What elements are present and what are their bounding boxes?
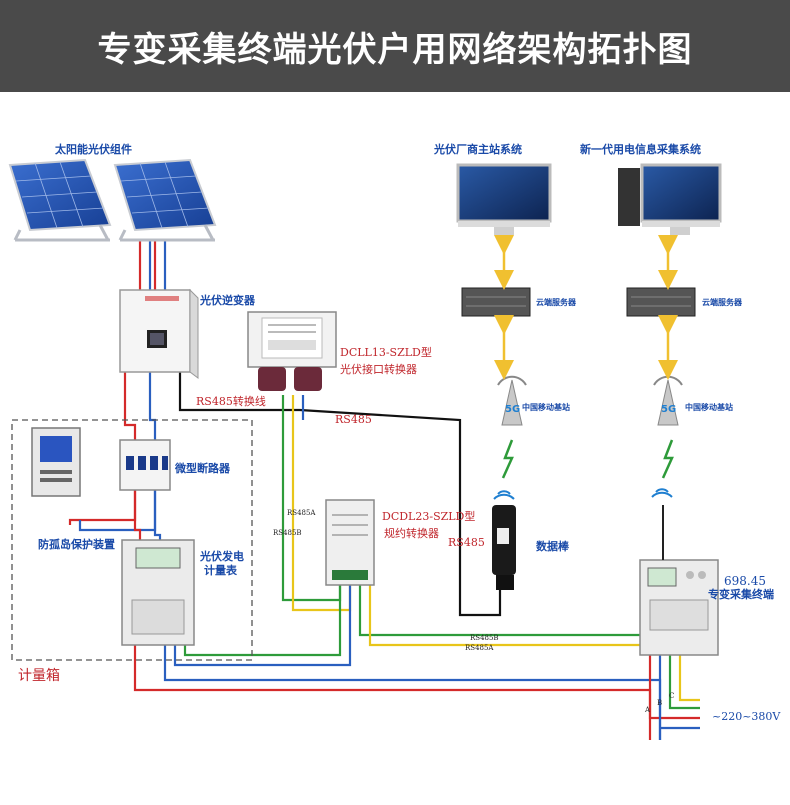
breaker-device <box>119 439 171 491</box>
meter-box-border <box>11 419 253 661</box>
label-terminal-model: 698.45 <box>724 574 766 588</box>
base-station-2-icon: 5G <box>653 375 683 426</box>
label-rs485b-h: RS485B <box>470 634 499 642</box>
label-rs485a-v: RS485A <box>287 509 316 517</box>
label-phase-b: B <box>657 699 662 707</box>
base-station-1-icon: 5G <box>497 375 527 426</box>
label-converter-name: 光伏接口转换器 <box>340 362 417 376</box>
label-meter-box: 计量箱 <box>18 668 60 684</box>
label-pv-master-station: 光伏厂商主站系统 <box>433 142 522 156</box>
connection-arrows <box>494 235 678 380</box>
cloud-server-1-icon <box>461 287 531 317</box>
label-inverter: 光伏逆变器 <box>199 293 256 307</box>
label-rs485-stick: RS485 <box>448 536 485 549</box>
label-rs485-cable: RS485转换线 <box>196 394 266 408</box>
label-solar-panel: 太阳能光伏组件 <box>54 142 132 156</box>
label-new-gen-system: 新一代用电信息采集系统 <box>580 142 701 156</box>
label-rs485b-v: RS485B <box>273 529 302 537</box>
anti-island-device <box>31 427 81 497</box>
label-protocol-name: 规约转换器 <box>384 526 439 540</box>
svg-text:5G: 5G <box>505 404 520 415</box>
new-gen-monitor-icon <box>618 163 722 235</box>
label-pv-meter-1: 光伏发电 <box>199 549 244 563</box>
label-cloud-server-1: 云端服务器 <box>536 297 577 307</box>
pv-master-monitor-icon <box>456 163 552 235</box>
cloud-server-2-icon <box>626 287 696 317</box>
data-stick-device <box>492 490 516 590</box>
svg-text:5G: 5G <box>661 404 676 415</box>
label-anti-island: 防孤岛保护装置 <box>38 537 115 551</box>
label-phase-c: C <box>669 692 674 700</box>
protocol-converter <box>325 499 375 586</box>
wireless-link-2 <box>661 439 674 479</box>
label-data-stick: 数据棒 <box>536 539 570 553</box>
label-base-station-2: 中国移动基站 <box>685 402 733 412</box>
label-converter-model: DCLL13-SZLD型 <box>340 345 432 359</box>
page-title: 专变采集终端光伏户用网络架构拓扑图 <box>97 29 693 70</box>
label-base-station-1: 中国移动基站 <box>522 402 570 412</box>
label-breaker: 微型断路器 <box>174 461 231 475</box>
label-cloud-server-2: 云端服务器 <box>702 297 743 307</box>
label-phase-a: A <box>644 706 651 714</box>
title-banner: 专变采集终端光伏户用网络架构拓扑图 <box>0 0 790 92</box>
label-voltage: ~220~380V <box>712 710 781 723</box>
label-rs485: RS485 <box>335 413 372 426</box>
wireless-link-1 <box>501 439 514 479</box>
pv-meter-device <box>121 539 195 646</box>
label-pv-meter-2: 计量表 <box>204 563 238 577</box>
solar-panel-icon <box>8 158 217 242</box>
pv-interface-converter <box>247 311 337 391</box>
label-protocol-model: DCDL23-SZLD型 <box>382 509 475 523</box>
label-terminal-name: 专变采集终端 <box>708 587 774 601</box>
wires <box>68 240 700 740</box>
terminal-device <box>639 488 719 656</box>
label-rs485a-h: RS485A <box>465 644 494 652</box>
inverter-device <box>119 288 199 379</box>
